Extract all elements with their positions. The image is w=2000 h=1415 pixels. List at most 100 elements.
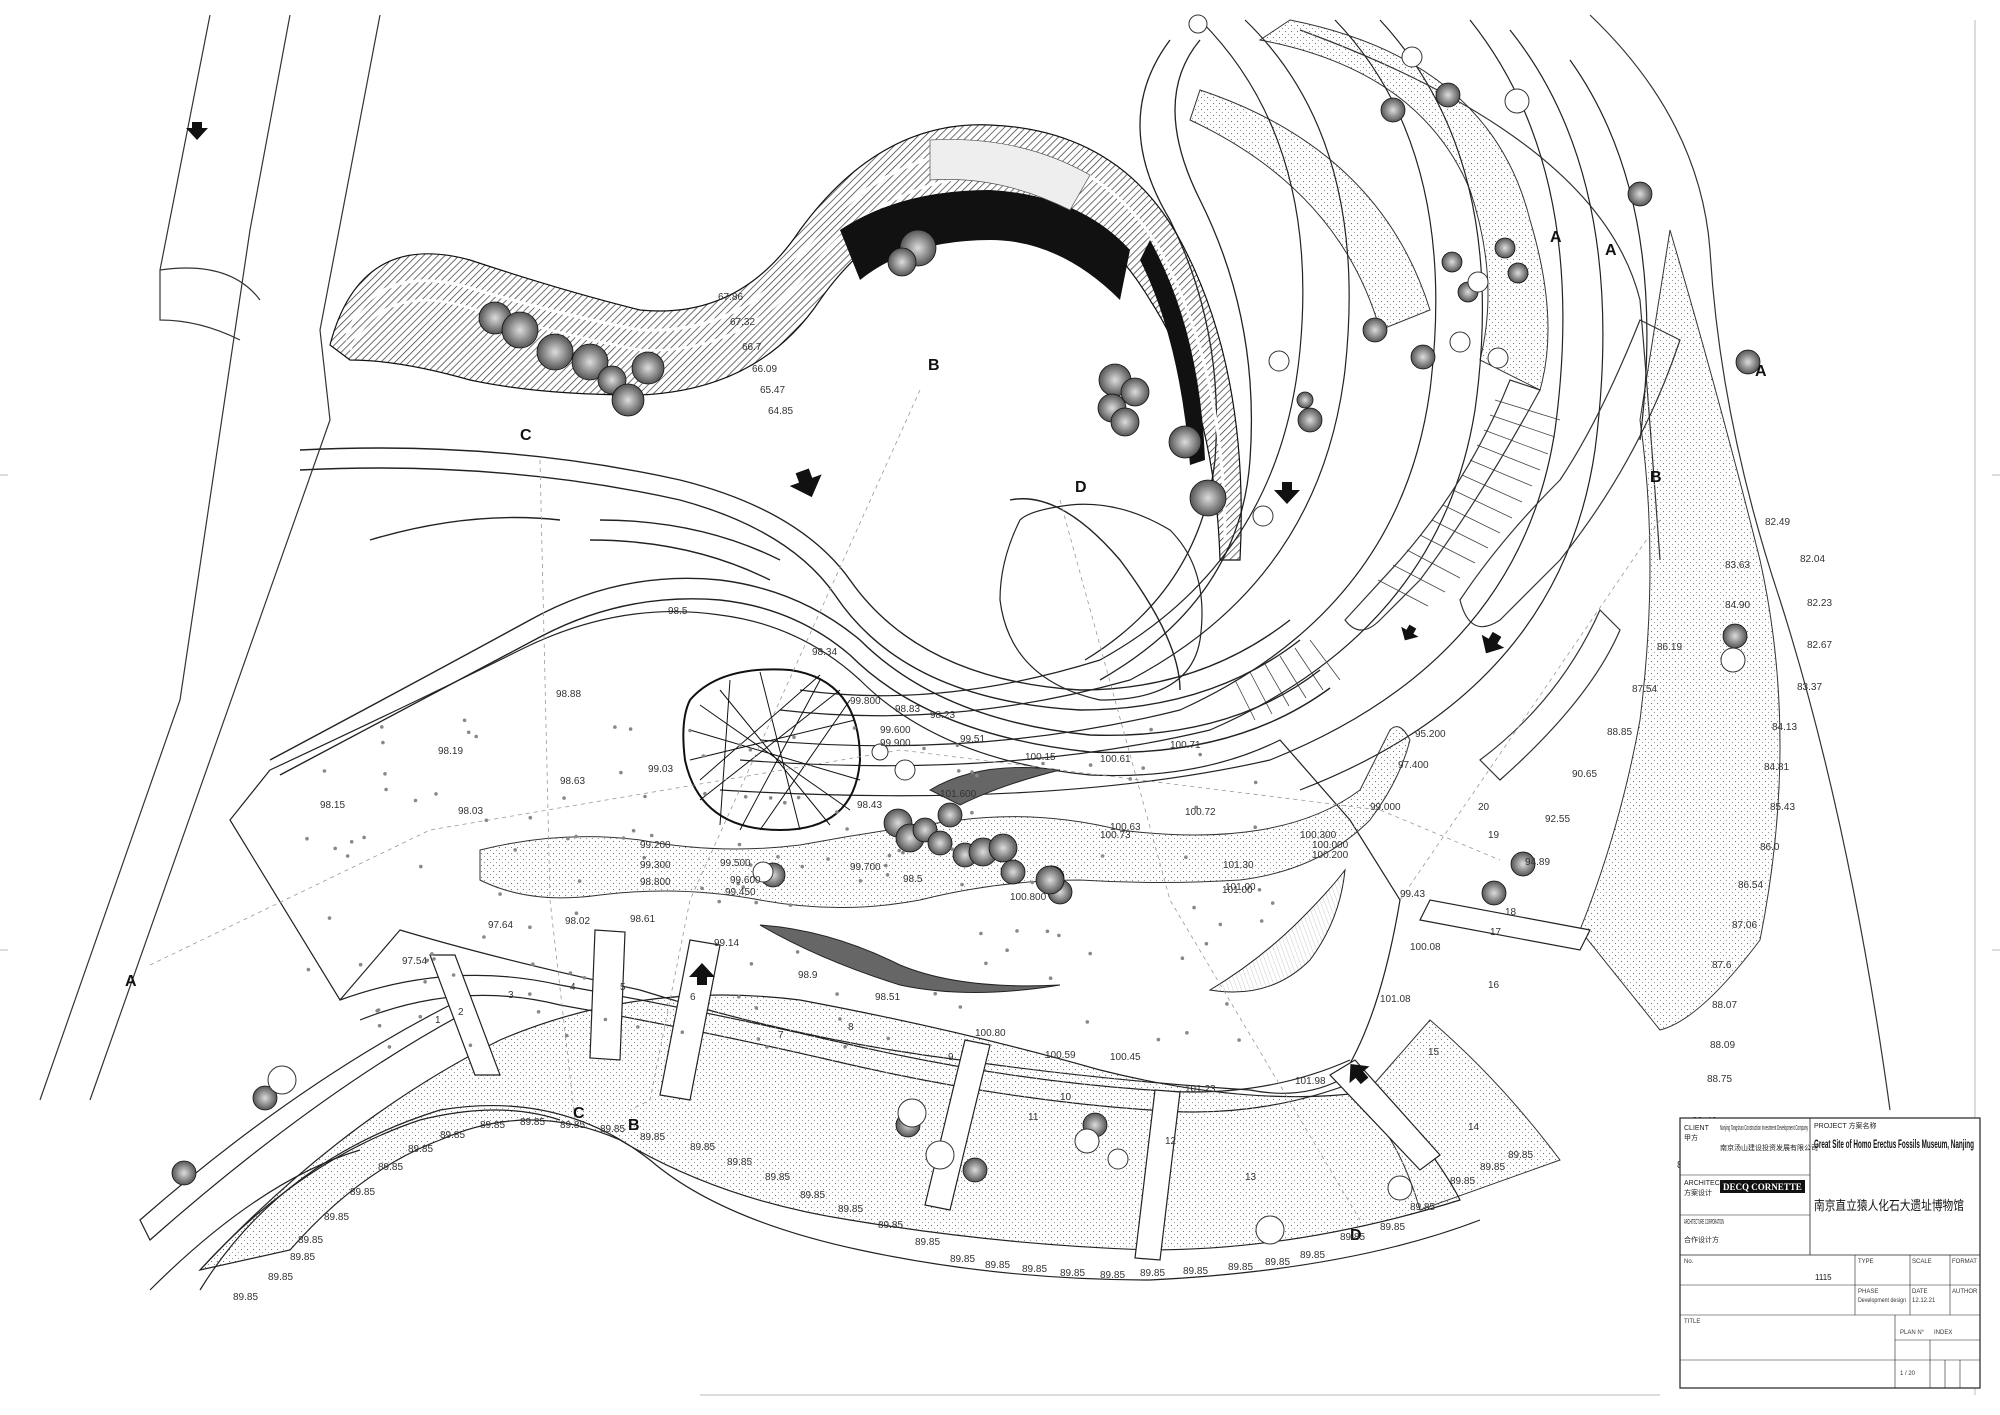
tree-icon <box>927 830 953 856</box>
elevation-label: 89.85 <box>1480 1162 1505 1173</box>
paving-dot <box>1253 780 1258 785</box>
elevation-label: 98.9 <box>798 970 818 981</box>
paving-dot <box>574 834 578 839</box>
shrub-icon <box>752 861 774 883</box>
architecture-corp-label-cn: 合作设计方 <box>1684 1235 1719 1244</box>
elevation-label: 100.000 <box>1312 840 1349 851</box>
paving-dot <box>1128 777 1132 781</box>
elevation-label: 82.49 <box>1765 517 1790 528</box>
title-block: CLIENT 甲方 Nanjing Tangshan Construction … <box>1679 1117 1981 1389</box>
glass-dome <box>682 668 862 832</box>
shrub-icon <box>1074 1128 1100 1154</box>
tree-icon <box>1189 479 1227 517</box>
axis-number: 1 <box>435 1015 441 1026</box>
left-road <box>39 14 381 1101</box>
paving-dot <box>643 794 647 799</box>
paving-dot <box>1005 948 1009 952</box>
paving-dot <box>922 746 926 751</box>
paving-dot <box>349 840 354 844</box>
paving-dot <box>984 961 988 966</box>
paving-dot <box>950 847 955 851</box>
tree-icon <box>1362 317 1388 343</box>
paving-dot <box>1057 933 1061 938</box>
elevation-label: 98.61 <box>630 914 655 925</box>
elevation-label: 67.86 <box>718 292 743 303</box>
phase-label: PHASE <box>1858 1289 1878 1295</box>
elevation-label: 92.55 <box>1545 814 1570 825</box>
plaza-dots <box>305 718 1275 1049</box>
labels-layer: AAAABBBCCDD67.8667.3266.766.0965.4764.85… <box>125 229 1832 1303</box>
architect-label-cn: 方案设计 <box>1684 1188 1712 1197</box>
section-marker-d1: D <box>1075 479 1087 496</box>
date-label: DATE <box>1912 1289 1928 1295</box>
elevation-label: 100.08 <box>1410 942 1441 953</box>
elevation-label: 98.5 <box>668 606 688 617</box>
paving-dot <box>756 1037 761 1041</box>
paving-dot <box>636 1025 640 1029</box>
project-title-cn: 南京直立猿人化石大遗址博物馆 <box>1814 1198 1964 1214</box>
elevation-label: 89.85 <box>560 1120 585 1131</box>
paving-dot <box>741 885 745 889</box>
shrub-icon <box>871 743 889 761</box>
tree-icon <box>1435 82 1461 108</box>
paving-dot <box>1192 905 1196 910</box>
tree-icon <box>887 247 917 277</box>
tree-icon <box>1735 349 1761 375</box>
paving-dot <box>432 957 436 961</box>
paving-dot <box>700 886 704 891</box>
elevation-label: 100.300 <box>1300 830 1337 841</box>
elevation-label: 89.85 <box>350 1187 375 1198</box>
elevation-label: 99.800 <box>850 696 881 707</box>
axis-number: 15 <box>1428 1047 1440 1058</box>
tree-icon <box>1000 859 1026 885</box>
elevation-label: 97.64 <box>488 920 513 931</box>
elevation-label: 89.85 <box>690 1142 715 1153</box>
elevation-label: 89.85 <box>838 1204 863 1215</box>
paving-dot <box>885 873 890 877</box>
axis-number: 8 <box>848 1022 854 1033</box>
paving-dot <box>1141 766 1145 770</box>
elevation-label: 101.30 <box>1223 860 1254 871</box>
paving-dot <box>466 730 471 735</box>
tree-icon <box>1481 880 1507 906</box>
paving-dot <box>345 854 350 858</box>
elevation-label: 86.54 <box>1738 880 1763 891</box>
paving-dot <box>619 770 623 775</box>
elevation-label: 83.37 <box>1797 682 1822 693</box>
paving-dot <box>305 836 309 841</box>
section-marker-c2: C <box>573 1105 585 1122</box>
elevation-label: 89.85 <box>408 1144 433 1155</box>
paving-dot <box>1088 763 1093 767</box>
sunken-garden <box>329 124 1242 561</box>
paving-dot <box>1198 752 1202 757</box>
tree-icon <box>1441 251 1463 273</box>
elevation-label: 89.85 <box>1100 1270 1125 1281</box>
elevation-label: 100.800 <box>1010 892 1047 903</box>
elevation-label: 99.500 <box>720 858 751 869</box>
shrub-icon <box>1504 88 1530 114</box>
tree-icon <box>501 311 539 349</box>
tree-icon <box>1722 623 1748 649</box>
shrub-icon <box>1252 505 1274 527</box>
paving-dot <box>468 1043 473 1048</box>
elevation-label: 89.85 <box>290 1252 315 1263</box>
date-value: 12.12.21 <box>1912 1298 1936 1304</box>
no-label: No. <box>1684 1259 1694 1265</box>
paving-dot <box>566 836 570 841</box>
paving-dot <box>384 787 388 792</box>
elevation-label: 84.13 <box>1772 722 1797 733</box>
paving-dot <box>322 769 327 773</box>
paving-dot <box>621 836 626 840</box>
paving-dot <box>430 952 434 956</box>
paving-dot <box>568 971 573 975</box>
elevation-label: 89.85 <box>1450 1176 1475 1187</box>
paving-dot <box>1156 1037 1161 1042</box>
tree-icon <box>1410 344 1436 370</box>
scale-label: SCALE <box>1912 1259 1932 1265</box>
elevation-label: 101.600 <box>940 789 977 800</box>
paving-dot <box>482 935 486 939</box>
section-marker-a4: A <box>1755 363 1767 380</box>
elevation-label: 100.72 <box>1185 807 1216 818</box>
tree-icon <box>1120 377 1150 407</box>
